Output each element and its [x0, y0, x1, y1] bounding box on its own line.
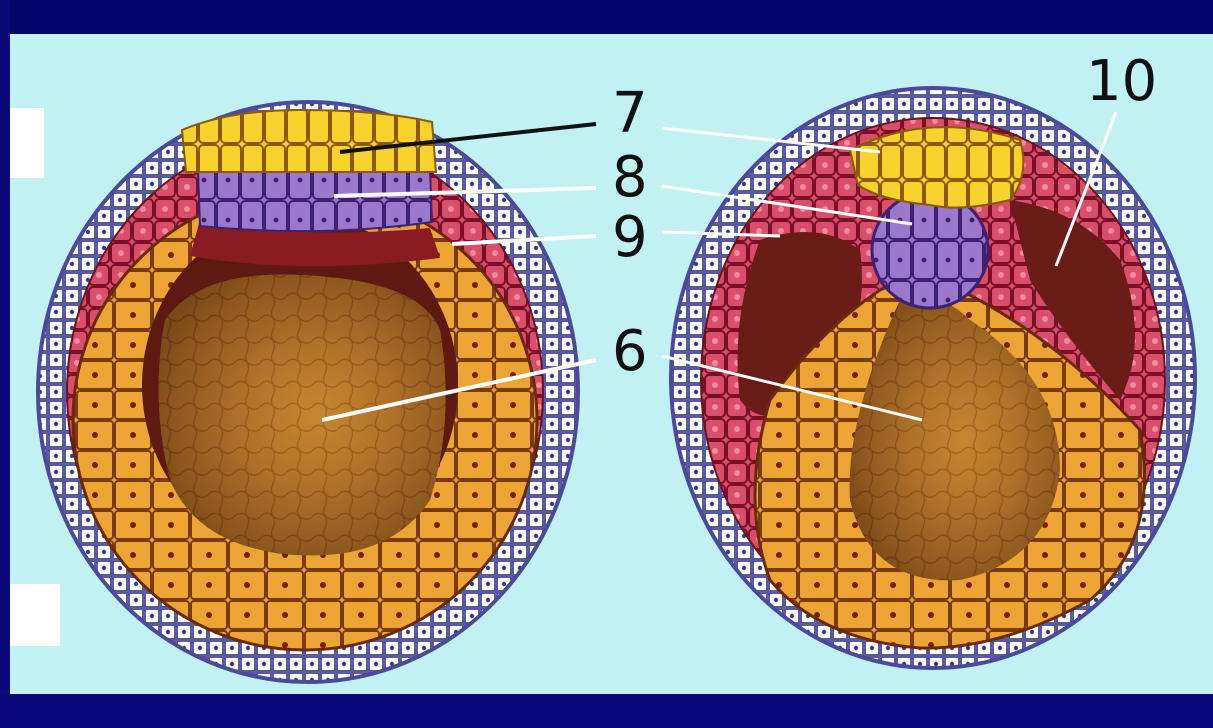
left-epiblast	[182, 110, 436, 172]
label-10: 10	[1086, 49, 1157, 114]
label-7: 7	[612, 81, 648, 146]
label-9: 9	[612, 205, 648, 270]
label-8: 8	[612, 145, 648, 210]
left-embryo	[38, 102, 578, 682]
left-yolk-shade	[159, 275, 446, 556]
right-hypoblast	[872, 192, 988, 308]
label-6: 6	[612, 319, 648, 384]
left-hypoblast	[198, 170, 432, 231]
